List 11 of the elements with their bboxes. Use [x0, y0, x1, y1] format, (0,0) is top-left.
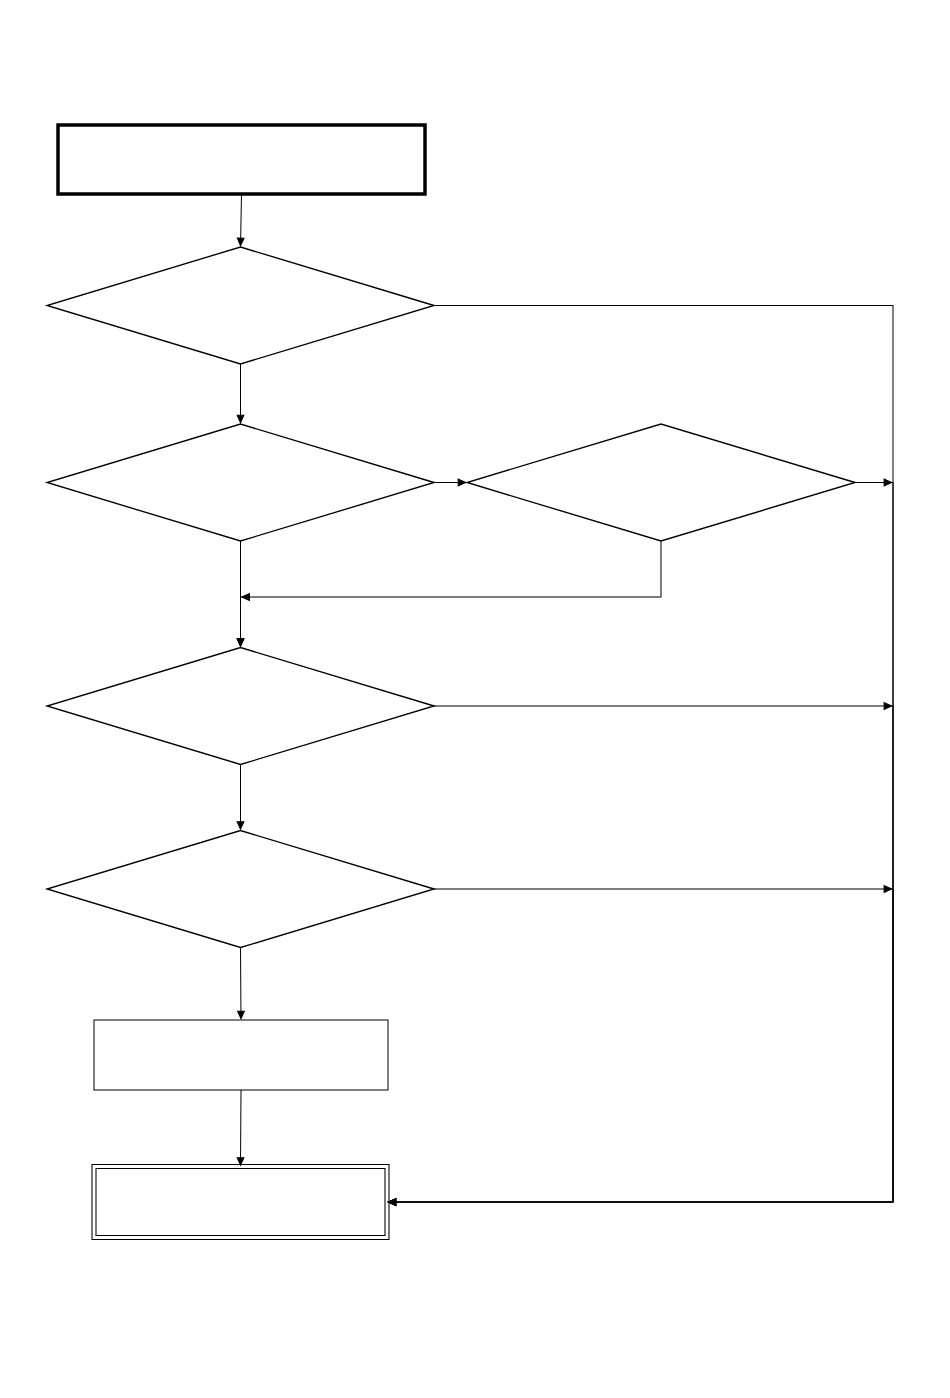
arrow — [236, 193, 245, 247]
arrow — [236, 363, 245, 424]
arrow — [236, 540, 662, 647]
process-box — [93, 1019, 389, 1091]
arrow — [236, 764, 245, 830]
arrow — [387, 885, 894, 1206]
end-box — [91, 1163, 390, 1241]
arrow — [433, 478, 467, 487]
arrow — [237, 947, 245, 1020]
arrow — [236, 1089, 245, 1166]
start-box — [56, 123, 427, 196]
